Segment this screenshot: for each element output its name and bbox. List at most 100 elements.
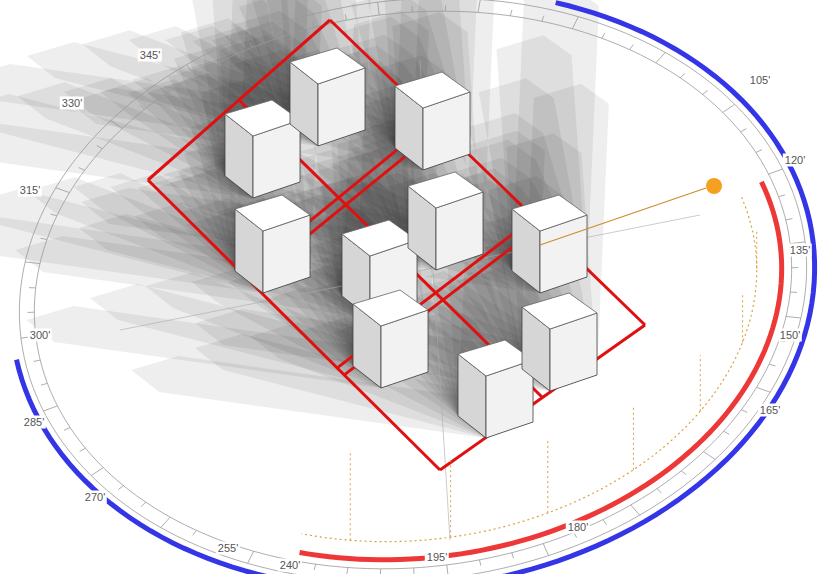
- compass-tick: [631, 505, 640, 515]
- cube-face: [353, 290, 428, 326]
- compass-tick: [724, 431, 730, 434]
- sun-position: [706, 178, 722, 194]
- plot-grid: [148, 20, 645, 470]
- compass-tick: [56, 188, 70, 193]
- compass-tick: [64, 428, 70, 431]
- compass-ellipse: [19, 0, 806, 574]
- compass-tick: [657, 489, 661, 493]
- compass-tick: [220, 55, 223, 60]
- compass-tick: [29, 287, 36, 288]
- compass-tick: [786, 219, 793, 220]
- compass-tick: [603, 520, 606, 525]
- compass-tick: [542, 16, 544, 22]
- compass-tick: [756, 150, 762, 153]
- compass-tick: [741, 129, 747, 132]
- cube-face: [408, 172, 483, 208]
- compass-tick: [723, 104, 735, 112]
- compass-tick: [40, 238, 47, 239]
- compass-tick: [277, 24, 282, 36]
- plot-boundary: [330, 20, 645, 325]
- annual-sun-arc: [17, 3, 815, 574]
- compass-tick: [412, 6, 413, 12]
- compass-tick: [378, 2, 380, 15]
- compass-tick: [248, 551, 254, 563]
- compass-tick: [572, 17, 578, 29]
- compass-tick: [757, 387, 771, 392]
- bearing-label: 180': [566, 521, 590, 534]
- compass-tick: [630, 45, 634, 50]
- compass-tick: [346, 568, 348, 574]
- compass-ellipse: [34, 11, 791, 569]
- plot-boundary: [148, 180, 440, 470]
- bearing-label: 315': [18, 184, 42, 197]
- compass-tick: [249, 42, 252, 47]
- compass-tick: [792, 267, 799, 268]
- compass-tick: [165, 87, 169, 91]
- compass-tick: [193, 530, 197, 535]
- compass-tick: [680, 73, 685, 77]
- compass-tick: [314, 564, 316, 570]
- compass-tick: [656, 52, 665, 62]
- bearing-label: 270': [83, 491, 107, 504]
- compass-tick: [786, 316, 801, 318]
- compass-tick: [602, 33, 605, 38]
- building-cube: [522, 293, 597, 391]
- compass-tick: [704, 452, 716, 460]
- sun-drop-line: [450, 457, 451, 537]
- cube-face: [512, 195, 587, 231]
- compass-tick: [445, 5, 446, 11]
- cube-face: [225, 100, 300, 136]
- building-cube: [408, 172, 483, 270]
- compass-tick: [25, 262, 40, 264]
- building-cube: [512, 195, 587, 293]
- daily-sun-arc: [300, 182, 782, 560]
- cube-face: [522, 293, 597, 329]
- bearing-label: 330': [60, 97, 84, 110]
- bearing-label: 255': [216, 542, 240, 555]
- sun-drop-line: [547, 441, 548, 513]
- compass-tick: [478, 0, 480, 12]
- compass-tick: [91, 468, 103, 476]
- bearing-label: 345': [138, 49, 162, 62]
- bearing-label: 285': [22, 416, 46, 429]
- sun-drop-line: [350, 452, 351, 540]
- cube-face: [290, 48, 365, 84]
- compass-tick: [769, 169, 783, 174]
- sun-drop-line: [700, 355, 701, 411]
- compass-ring: [19, 0, 806, 574]
- compass-tick: [779, 195, 785, 197]
- compass-tick: [43, 406, 57, 411]
- bearing-label: 240': [278, 559, 302, 572]
- building-blocks: [225, 48, 597, 438]
- compass-tick: [28, 312, 35, 313]
- bearing-label: 135': [788, 244, 812, 257]
- compass-tick: [41, 383, 47, 385]
- compass-tick: [480, 560, 481, 566]
- compass-tick: [118, 486, 123, 490]
- compass-tick: [790, 292, 797, 293]
- compass-tick: [111, 121, 123, 129]
- compass-tick: [769, 364, 775, 366]
- compass-tick: [543, 544, 548, 556]
- building-cube: [353, 290, 428, 388]
- bearing-label: 300': [28, 329, 52, 342]
- building-cube: [290, 48, 365, 146]
- bearing-label: 105': [748, 74, 772, 87]
- compass-tick: [312, 22, 314, 28]
- bearing-label: 120': [783, 154, 807, 167]
- compass-tick: [79, 168, 85, 171]
- compass-tick: [345, 14, 346, 20]
- compass-tick: [34, 360, 41, 361]
- building-cube: [225, 100, 300, 198]
- compass-tick: [186, 65, 195, 75]
- sun-drop-line: [756, 229, 757, 269]
- compass-tick: [80, 448, 86, 451]
- compass-tick: [380, 569, 381, 574]
- bearing-label: 165': [758, 404, 782, 417]
- compass-tick: [681, 471, 686, 475]
- sun-ray: [540, 188, 706, 245]
- compass-tick: [703, 90, 708, 94]
- plot-boundary: [239, 100, 543, 398]
